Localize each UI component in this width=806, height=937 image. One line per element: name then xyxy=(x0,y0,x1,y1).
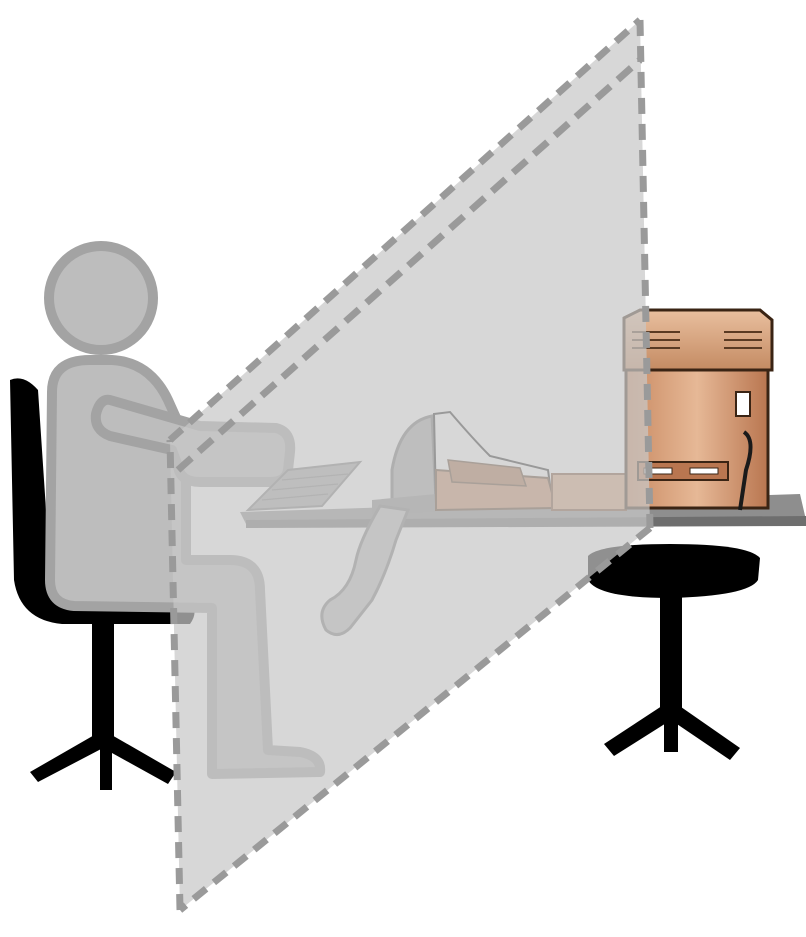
stool xyxy=(588,544,760,760)
translucent-partition-wall xyxy=(170,20,650,910)
